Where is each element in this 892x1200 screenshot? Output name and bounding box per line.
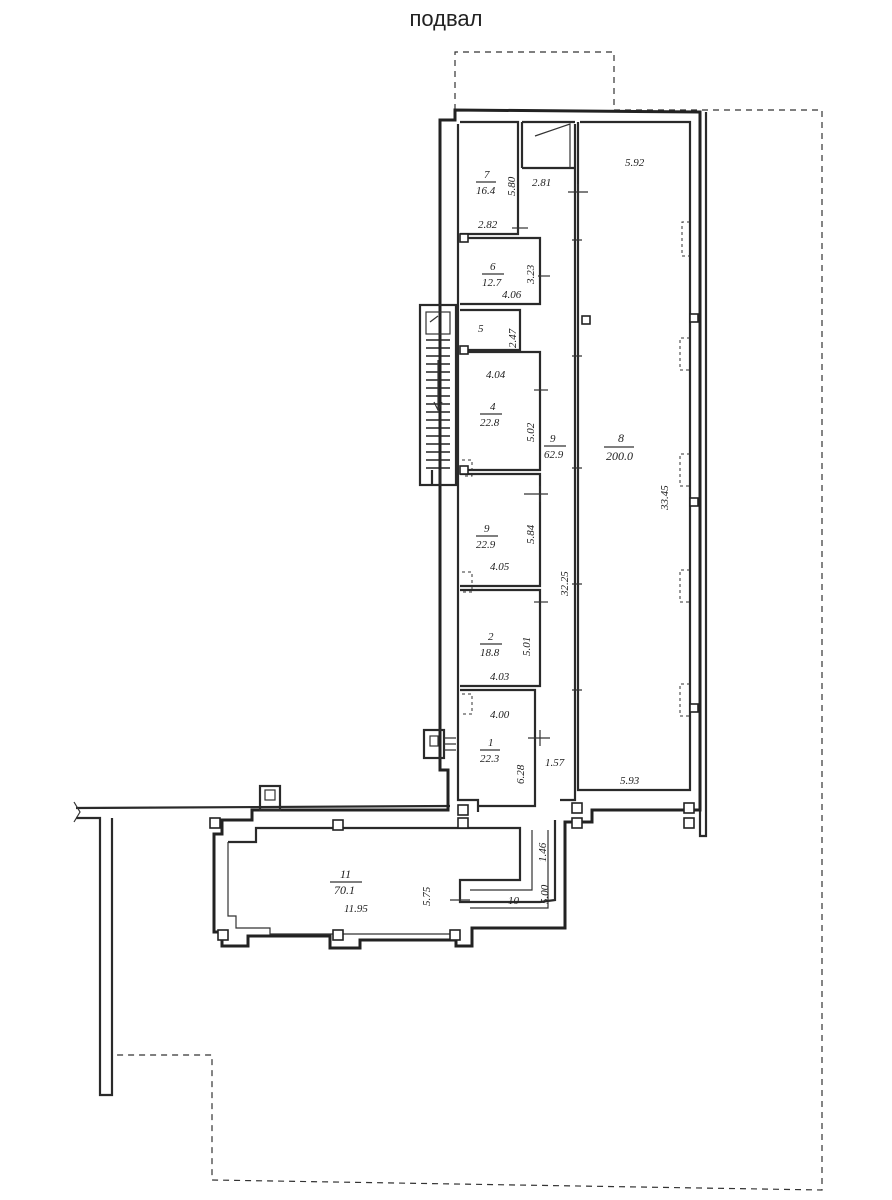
room-number: 6: [490, 261, 496, 273]
dimension-label: 5.02: [525, 422, 537, 442]
lot-boundary: [111, 51, 823, 1191]
dimension-label: 2.82: [478, 219, 498, 231]
room-number: 5: [478, 323, 484, 335]
dimension-label: 1.46: [537, 842, 549, 862]
room-1-label: 1 22.3: [480, 737, 500, 765]
wall-break: [73, 801, 81, 823]
room-number: 1: [488, 737, 494, 749]
room-number: 9: [550, 433, 556, 445]
room-8-label: 8 200.0: [604, 431, 634, 463]
room-2-label: 2 18.8: [480, 631, 502, 659]
room-3-walls: [460, 472, 542, 588]
room-area: 200.0: [606, 449, 633, 463]
dimension-label: 5.93: [620, 775, 640, 787]
dimension-label: 2.81: [532, 177, 551, 189]
room-number: 2: [488, 631, 494, 643]
room-area: 22.9: [476, 539, 496, 551]
door-ticks: [450, 184, 588, 901]
page-title: подвал: [409, 6, 483, 31]
hall-8-west-wall: [576, 120, 692, 792]
room-3-label: 9 22.9: [476, 523, 498, 551]
room-7-walls: [460, 120, 520, 236]
dimension-label: 4.06: [502, 289, 522, 301]
dimension-label: 3.23: [525, 264, 537, 285]
room-5-walls: [460, 308, 522, 352]
room-number: 7: [484, 169, 490, 181]
dimension-label: 4.04: [486, 369, 506, 381]
dimension-label: 5.92: [625, 157, 645, 169]
room-area: 12.7: [482, 277, 502, 289]
dimension-label: 4.03: [490, 671, 510, 683]
dimension-label: 6.28: [515, 764, 527, 784]
columns: [209, 233, 699, 941]
room-1-walls: [460, 688, 537, 808]
room-6-label: 6 12.7: [482, 261, 504, 289]
room-4-label: 4 22.8: [480, 401, 502, 429]
room-number: 11: [340, 867, 351, 881]
stair-landing-wall: [520, 120, 575, 170]
dimension-label: 5.80: [506, 176, 518, 196]
building-outer-wall: [212, 108, 702, 950]
wall-niches: [462, 221, 690, 717]
room-number: 4: [490, 401, 496, 413]
entrance-pits: [258, 728, 456, 812]
room-5-label: 5: [478, 323, 484, 335]
dimension-label: 4.05: [490, 561, 510, 573]
room-number: 8: [618, 431, 624, 445]
room-7-label: 7 16.4: [476, 169, 496, 197]
dimension-label: 33.45: [659, 485, 671, 511]
corridor-9-east-wall: [560, 124, 577, 802]
dimension-label: 1.57: [545, 757, 565, 769]
door-swing: [534, 123, 571, 168]
room-area: 18.8: [480, 647, 500, 659]
room-area: 22.8: [480, 417, 500, 429]
room-4-walls: [460, 350, 542, 472]
dimension-label: 5.01: [521, 637, 533, 656]
dimension-label: 2.47: [507, 328, 519, 348]
adjacent-wall: [75, 804, 451, 1097]
dimension-label: 32.25: [559, 571, 571, 597]
room-9-label: 9 62.9: [544, 433, 566, 461]
dimension-label: 5.84: [525, 524, 537, 544]
room-10-label: 10: [508, 895, 520, 907]
dimension-label: 5.00: [539, 884, 551, 904]
room-6-walls: [460, 236, 542, 306]
room-number: 10: [508, 895, 520, 907]
room-10-passage: [470, 830, 549, 909]
room-area: 16.4: [476, 185, 496, 197]
room-area: 62.9: [544, 449, 564, 461]
staircase: [418, 303, 458, 487]
room-11-label: 11 70.1: [330, 867, 362, 897]
room-area: 70.1: [334, 883, 355, 897]
room-2-walls: [460, 588, 542, 688]
room-area: 22.3: [480, 753, 500, 765]
dimension-label: 11.95: [344, 903, 368, 915]
dimension-label: 4.00: [490, 709, 510, 721]
room-11-inner-step: [227, 842, 456, 935]
dimension-label: 5.75: [421, 886, 433, 906]
room-number: 9: [484, 523, 490, 535]
